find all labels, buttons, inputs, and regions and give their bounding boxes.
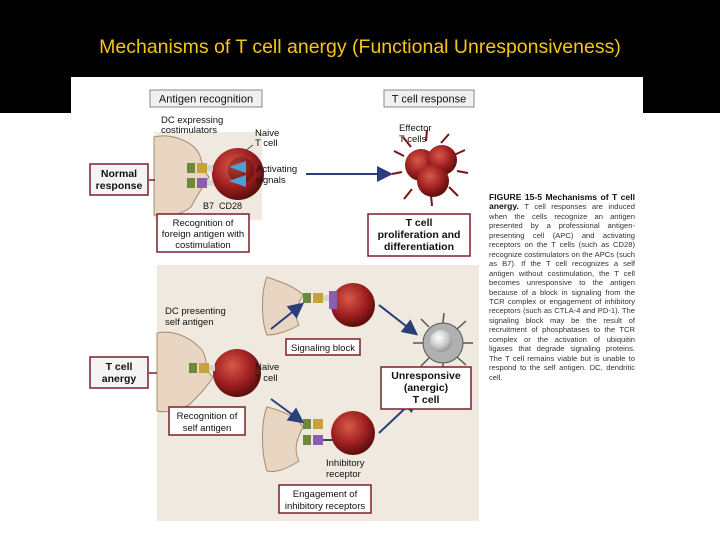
arrow-to-inhibitory (270, 398, 305, 424)
tcr-complex-self (189, 363, 215, 373)
activating-signal-2 (229, 175, 246, 187)
anergic-t-cell (413, 312, 473, 373)
label-activating-signals: Activating signals (256, 164, 297, 186)
svg-text:costimulation: costimulation (175, 240, 230, 251)
tcr-complex-block (303, 291, 337, 309)
effector-t-cells (391, 129, 469, 207)
header-antigen-recognition: Antigen recognition (149, 89, 263, 108)
header-t-cell-response: T cell response (383, 89, 475, 108)
svg-text:(anergic): (anergic) (404, 382, 448, 394)
svg-text:T cell: T cell (255, 138, 278, 149)
svg-text:self antigen: self antigen (183, 423, 232, 434)
svg-text:Inhibitory: Inhibitory (326, 458, 365, 469)
svg-text:receptor: receptor (326, 469, 361, 480)
svg-text:DC presenting: DC presenting (165, 306, 226, 317)
activating-signal-1 (229, 161, 246, 173)
svg-text:DC expressing: DC expressing (161, 115, 223, 126)
arrow-block-to-anergic (378, 304, 419, 336)
box-signaling-block: Signaling block (285, 338, 361, 356)
dendritic-cell-block (262, 276, 304, 336)
label-effector-t-cells: Effector T cells (399, 123, 432, 145)
anergy-figure: Antigen recognition T cell response DC e… (71, 77, 643, 521)
label-naive-t-cell-anergy: Naive T cell (255, 362, 279, 384)
svg-text:Naive: Naive (255, 362, 279, 373)
box-recognition-foreign: Recognition of foreign antigen with cost… (156, 213, 250, 253)
svg-text:Naive: Naive (255, 128, 279, 139)
svg-text:Activating: Activating (256, 164, 297, 175)
svg-text:Signaling block: Signaling block (291, 343, 355, 354)
label-b7: B7 (203, 201, 214, 211)
t-cell-block (331, 283, 375, 327)
label-dc-self-antigen: DC presenting self antigen (165, 306, 226, 328)
svg-text:signals: signals (256, 175, 286, 186)
svg-text:T cell: T cell (413, 394, 440, 406)
figure-caption: FIGURE 15-5 Mechanisms of T cell anergy.… (489, 192, 635, 382)
svg-text:inhibitory receptors: inhibitory receptors (285, 501, 366, 512)
row-label-normal-response: Normal response (89, 163, 149, 196)
caption-body: T cell responses are induced when the ce… (489, 202, 635, 382)
label-dc-costimulators: DC expressing costimulators (161, 115, 223, 136)
svg-text:Effector: Effector (399, 123, 432, 134)
svg-text:T cell: T cell (255, 373, 278, 384)
box-engagement: Engagement of inhibitory receptors (278, 484, 372, 514)
label-cd28: CD28 (219, 201, 242, 211)
box-unresponsive: Unresponsive (anergic) T cell (380, 366, 472, 410)
svg-text:response: response (96, 180, 143, 192)
svg-text:Normal: Normal (101, 168, 137, 180)
box-proliferation: T cell proliferation and differentiation (367, 213, 471, 257)
svg-text:Antigen recognition: Antigen recognition (159, 94, 253, 106)
svg-text:costimulators: costimulators (161, 125, 217, 136)
svg-text:Recognition of: Recognition of (177, 411, 238, 422)
svg-text:Recognition of: Recognition of (173, 218, 234, 229)
svg-text:T cell: T cell (406, 217, 433, 229)
tcr-complex-top (187, 163, 213, 188)
row-label-t-cell-anergy: T cell anergy (89, 356, 149, 389)
svg-text:foreign antigen with: foreign antigen with (162, 229, 244, 240)
inhibitory-receptor-complex (303, 419, 333, 445)
svg-text:T cell: T cell (106, 361, 133, 373)
t-cell-inhibitory (331, 411, 375, 455)
svg-text:self antigen: self antigen (165, 317, 214, 328)
svg-text:Engagement of: Engagement of (293, 489, 358, 500)
svg-text:differentiation: differentiation (384, 241, 454, 253)
caption-heading: FIGURE 15-5 Mechanisms of T cell anergy. (489, 192, 635, 212)
svg-text:proliferation and: proliferation and (378, 229, 461, 241)
svg-text:T cell response: T cell response (392, 94, 466, 106)
slide-title: Mechanisms of T cell anergy (Functional … (99, 36, 621, 58)
svg-text:anergy: anergy (102, 373, 137, 385)
arrow-to-signaling-block (270, 302, 305, 330)
svg-text:Unresponsive: Unresponsive (391, 370, 461, 382)
label-inhibitory-receptor: Inhibitory receptor (326, 458, 365, 480)
box-recognition-self: Recognition of self antigen (168, 406, 246, 436)
naive-t-cell-anergy (213, 349, 261, 397)
svg-text:T cells: T cells (399, 134, 427, 145)
label-naive-t-cell-top: Naive T cell (255, 128, 279, 149)
